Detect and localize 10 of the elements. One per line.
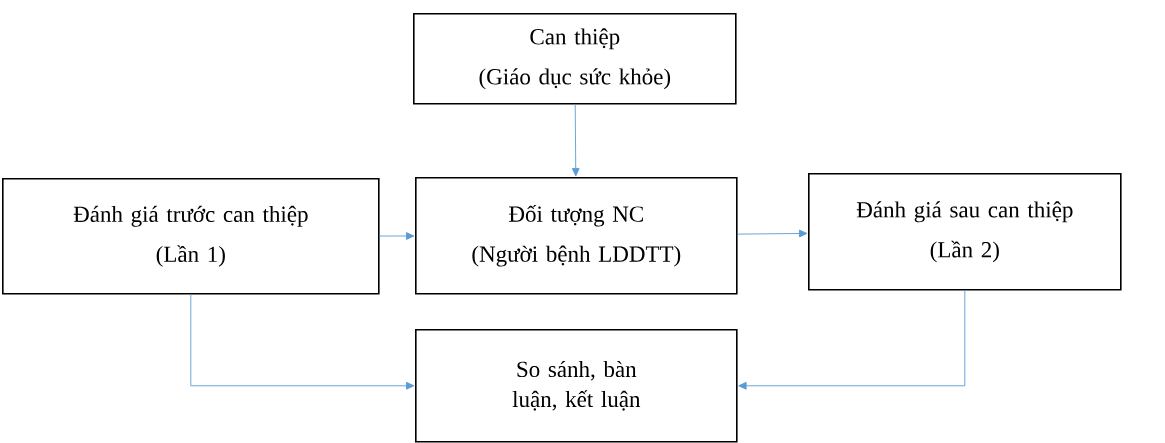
- process-box: Đánh giá sau can thiệp (Lần 2): [808, 173, 1122, 291]
- arrow: [571, 104, 580, 177]
- process-box: Đối tượng NC (Người bệnh LDDTT): [415, 177, 738, 295]
- process-box: Đánh giá trước can thiệp (Lần 1): [2, 178, 380, 295]
- arrow: [737, 229, 808, 238]
- arrow: [738, 290, 966, 390]
- process-box: Can thiệp (Giáo dục sức khỏe): [413, 13, 737, 105]
- arrow: [190, 294, 415, 390]
- process-box: So sánh, bàn luận, kết luận: [415, 329, 738, 443]
- arrow: [379, 232, 415, 240]
